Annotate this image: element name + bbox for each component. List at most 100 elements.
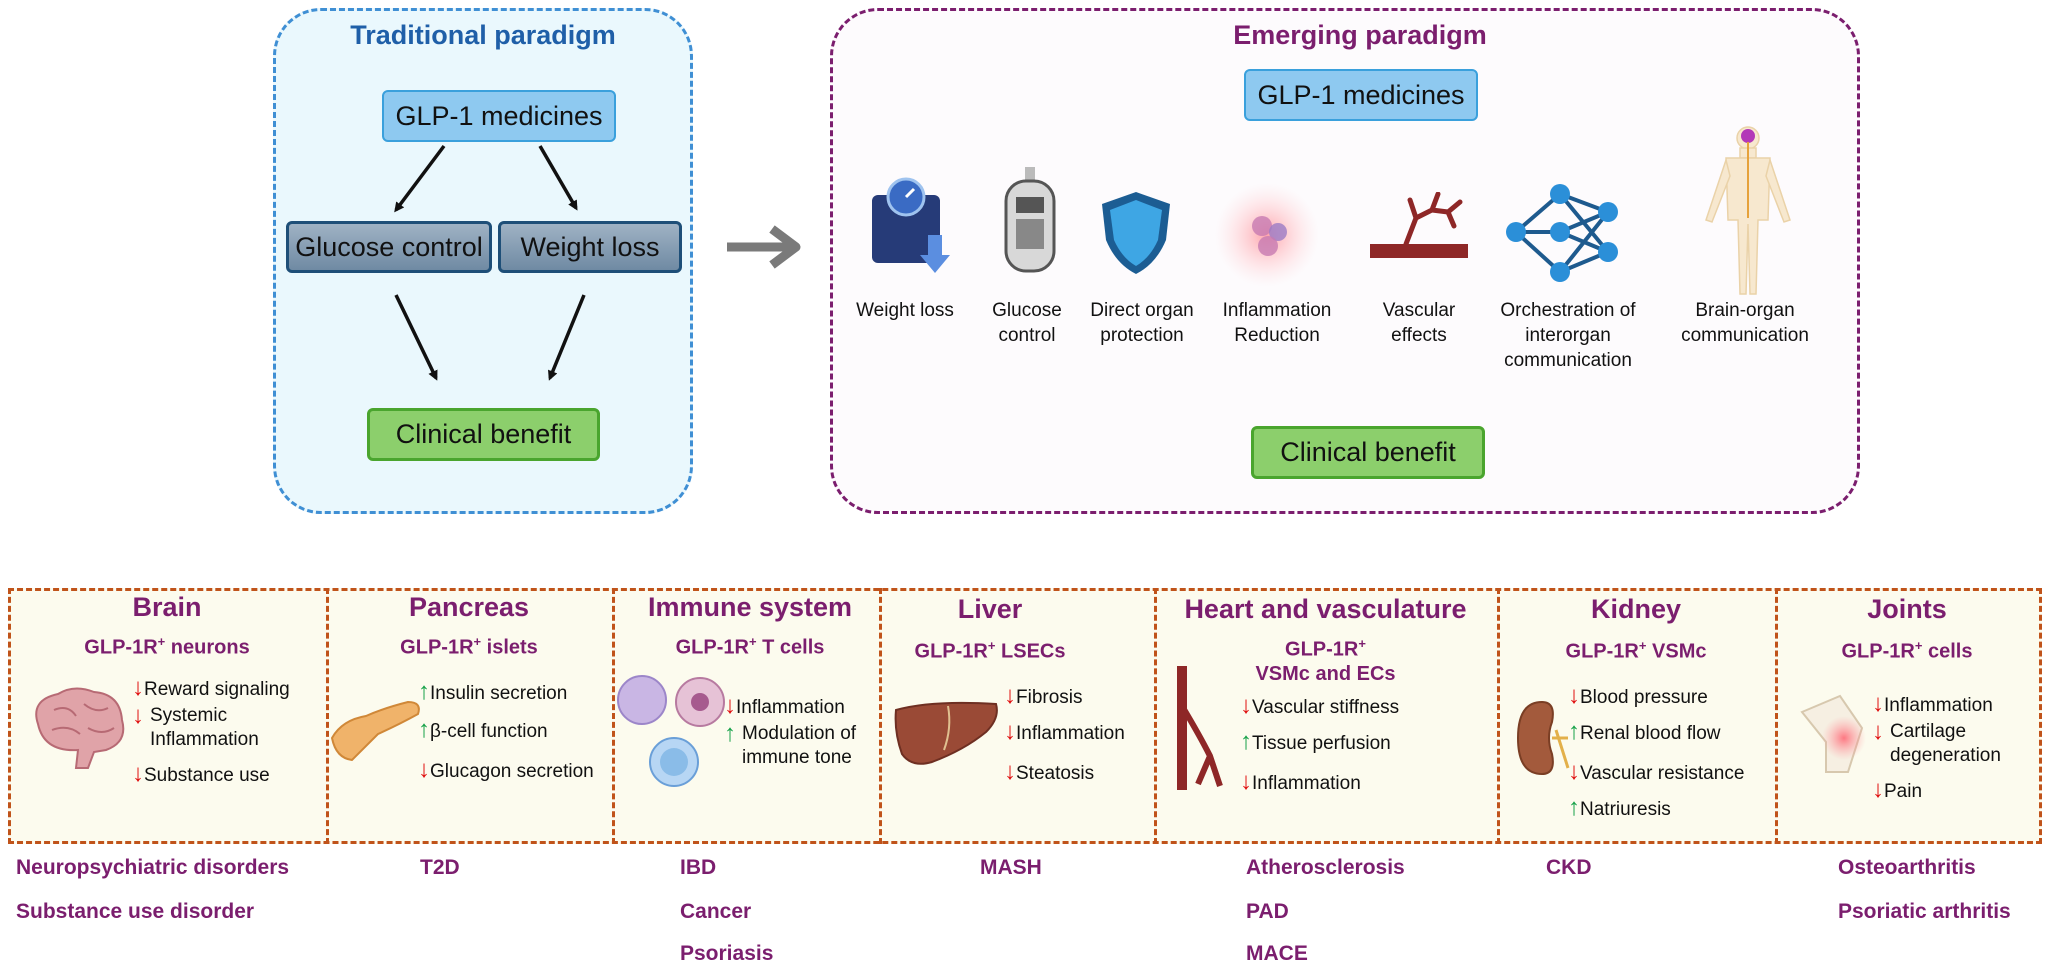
pancreas-effect: ↑β-cell function: [418, 716, 548, 743]
emerg-label-glucose-control: Glucose control: [992, 300, 1062, 346]
down-arrow-icon: ↓: [1004, 718, 1016, 745]
organ-title-heart: Heart and vasculature: [1184, 594, 1467, 624]
pancreas-effect: ↓Glucagon secretion: [418, 756, 594, 783]
brain-effect: ↓Substance use: [132, 760, 270, 787]
organ-divider: [1154, 588, 1157, 844]
heart-effect: ↑Tissue perfusion: [1240, 728, 1391, 755]
down-arrow-icon: ↓: [1004, 758, 1016, 785]
joints-effect: ↓Cartilage degeneration: [1872, 718, 2001, 767]
liver-effect: ↓Fibrosis: [1004, 682, 1083, 709]
emerg-clinical-benefit-box: Clinical benefit: [1251, 426, 1485, 479]
organ-effects-strip: [8, 588, 2042, 844]
glucose-meter-icon: [1004, 167, 1056, 273]
down-arrow-icon: ↓: [1240, 768, 1252, 795]
up-arrow-icon: ↑: [1240, 728, 1252, 755]
disease-label: Osteoarthritis: [1838, 856, 1976, 879]
heart-effect: ↓Vascular stiffness: [1240, 692, 1400, 719]
transition-arrow: [727, 225, 801, 269]
trad-glucose-control-box: Glucose control: [286, 221, 492, 273]
emerg-label-interorgan: Orchestration of interorgan communicatio…: [1500, 300, 1636, 371]
organ-title-kidney: Kidney: [1590, 594, 1682, 624]
organ-divider: [612, 588, 615, 844]
blood-vessel-icon: [1177, 666, 1223, 790]
disease-label: PAD: [1246, 900, 1289, 923]
kidney-effect: ↑Renal blood flow: [1568, 718, 1721, 745]
up-arrow-icon: ↑: [724, 720, 736, 747]
immune-cells-icon: [617, 675, 725, 787]
down-arrow-icon: ↓: [1872, 718, 1884, 745]
up-arrow-icon: ↑: [1568, 718, 1580, 745]
disease-label: MASH: [980, 856, 1042, 879]
emerg-label-brain-organ: Brain-organ communication: [1681, 300, 1809, 346]
pancreas-effect: ↑Insulin secretion: [418, 678, 568, 705]
trad-glp1-medicines-box: GLP-1 medicines: [382, 90, 616, 142]
immune-effect: ↑Modulation of immune tone: [724, 720, 857, 769]
heart-effect: ↓Inflammation: [1240, 768, 1361, 795]
down-arrow-icon: ↓: [132, 674, 144, 701]
organ-subtitle-heart: GLP-1R+VSMc and ECs: [1255, 636, 1396, 685]
disease-label: Psoriatic arthritis: [1838, 900, 2011, 923]
kidney-effect: ↓Blood pressure: [1568, 682, 1708, 709]
trad-weight-loss-box: Weight loss: [498, 221, 682, 273]
brain-effect: ↓Reward signaling: [132, 674, 290, 701]
brain-icon: [35, 687, 125, 769]
up-arrow-icon: ↑: [1568, 794, 1580, 821]
arrow-medicines-to-weight: [538, 145, 578, 211]
brain-effect: ↓Systemic Inflammation: [132, 702, 259, 751]
down-arrow-icon: ↓: [132, 702, 144, 729]
liver-effect: ↓Steatosis: [1004, 758, 1095, 785]
organ-divider: [326, 588, 329, 844]
down-arrow-icon: ↓: [418, 756, 430, 783]
disease-label: MACE: [1246, 942, 1308, 965]
emerg-label-weight-loss: Weight loss: [856, 300, 954, 321]
organ-title-brain: Brain: [132, 592, 202, 622]
disease-label: Atherosclerosis: [1246, 856, 1405, 879]
network-icon: [1506, 184, 1618, 282]
organ-subtitle-immune: GLP-1R+ T cells: [675, 634, 825, 659]
disease-label: Substance use disorder: [16, 900, 255, 923]
down-arrow-icon: ↓: [132, 760, 144, 787]
organ-subtitle-liver: GLP-1R+ LSECs: [914, 638, 1066, 663]
emerging-paradigm-title: Emerging paradigm: [1233, 20, 1487, 50]
kidney-effect: ↑Natriuresis: [1568, 794, 1671, 821]
organ-subtitle-kidney: GLP-1R+ VSMc: [1565, 638, 1707, 663]
arrow-medicines-to-glucose: [394, 144, 446, 213]
traditional-paradigm-title: Traditional paradigm: [350, 20, 616, 50]
down-arrow-icon: ↓: [1872, 776, 1884, 803]
organ-divider: [879, 588, 882, 844]
organ-title-immune: Immune system: [647, 592, 853, 622]
emerg-label-vascular-effects: Vascular effects: [1382, 300, 1456, 346]
knee-joint-icon: [1800, 694, 1866, 773]
weight-scale-icon: [872, 177, 950, 273]
down-arrow-icon: ↓: [1240, 692, 1252, 719]
liver-effect: ↓Inflammation: [1004, 718, 1125, 745]
inflammation-cells-icon: [1215, 183, 1319, 287]
organ-subtitle-brain: GLP-1R+ neurons: [84, 634, 250, 659]
down-arrow-icon: ↓: [1568, 682, 1580, 709]
arrow-weight-to-benefit: [548, 294, 586, 381]
immune-effect: ↓Inflammation: [724, 692, 845, 719]
organ-title-joints: Joints: [1867, 594, 1947, 624]
disease-label: Cancer: [680, 900, 752, 923]
organ-title-pancreas: Pancreas: [408, 592, 530, 622]
emerg-label-direct-organ-protection: Direct organ protection: [1090, 300, 1194, 346]
emerg-label-inflammation-reduction: Inflammation Reduction: [1222, 300, 1332, 346]
organ-subtitle-pancreas: GLP-1R+ islets: [400, 634, 538, 659]
up-arrow-icon: ↑: [418, 716, 430, 743]
liver-icon: [894, 701, 998, 765]
organ-title-liver: Liver: [957, 594, 1023, 624]
down-arrow-icon: ↓: [1004, 682, 1016, 709]
disease-label: IBD: [680, 856, 717, 879]
disease-label: CKD: [1546, 856, 1592, 879]
organ-divider: [1775, 588, 1778, 844]
emerg-glp1-medicines-box: GLP-1 medicines: [1244, 69, 1478, 121]
arrow-glucose-to-benefit: [394, 294, 438, 381]
up-arrow-icon: ↑: [418, 678, 430, 705]
joints-effect: ↓Inflammation: [1872, 690, 1993, 717]
pancreas-icon: [330, 700, 420, 762]
organ-divider: [1497, 588, 1500, 844]
down-arrow-icon: ↓: [1568, 758, 1580, 785]
disease-label: Psoriasis: [680, 942, 774, 965]
down-arrow-icon: ↓: [724, 692, 736, 719]
